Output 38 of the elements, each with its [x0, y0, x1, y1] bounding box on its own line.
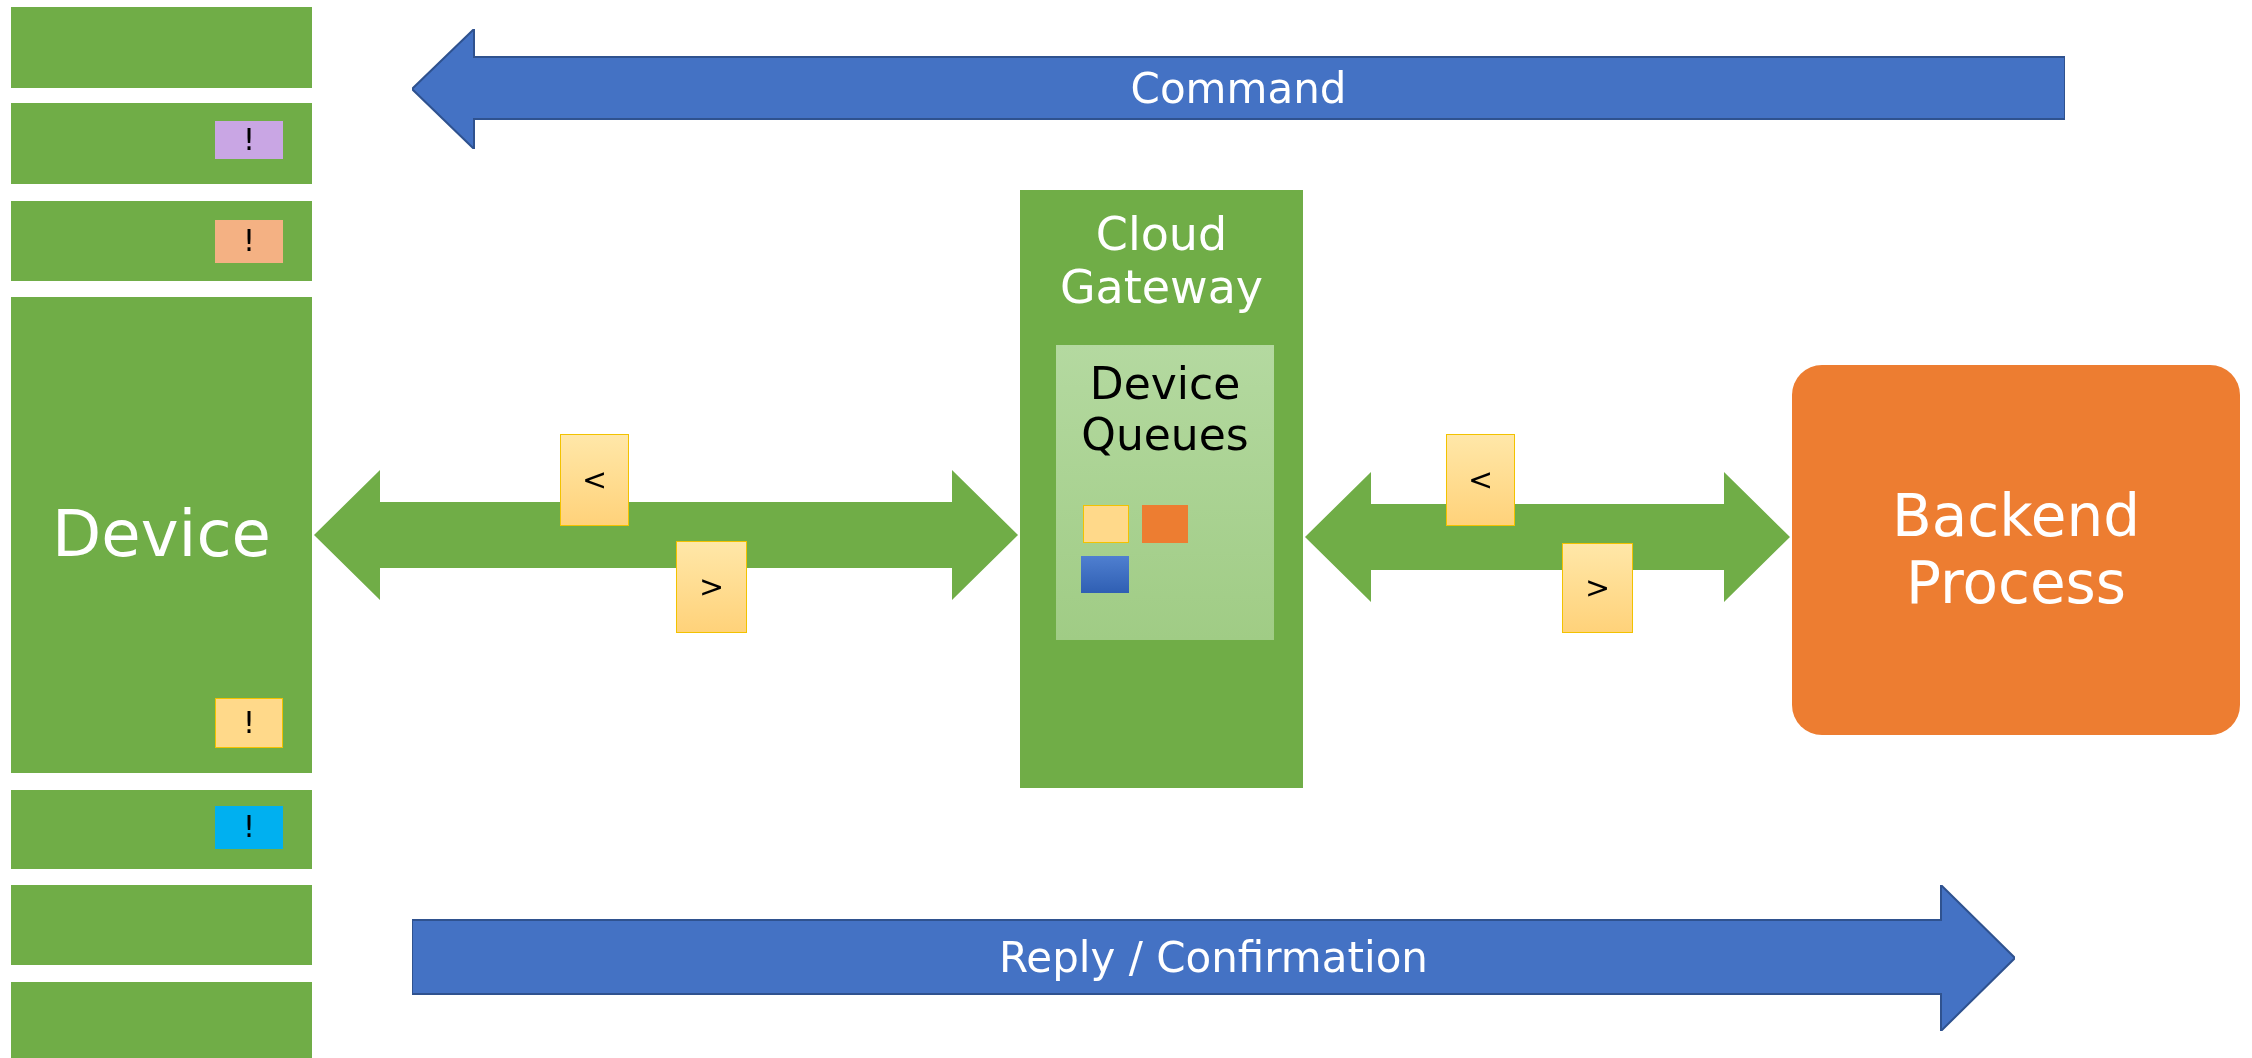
- message-card: [676, 541, 747, 633]
- device-panel: [11, 7, 312, 88]
- device-panel: [11, 201, 312, 281]
- node-label: Device: [52, 498, 271, 572]
- device-panel: [11, 103, 312, 184]
- message-card: [560, 434, 629, 526]
- message-card: [215, 220, 283, 263]
- queue-panel: [1056, 345, 1274, 640]
- node-label: Command: [1130, 64, 1347, 114]
- device-panel: [11, 982, 312, 1058]
- gateway-box: [1020, 190, 1303, 788]
- message-square: [1083, 505, 1129, 543]
- message-card: [1562, 543, 1633, 633]
- reply-arrow: [412, 885, 2015, 1031]
- node-label: !: [243, 224, 255, 259]
- node-label: >: [698, 569, 725, 605]
- node-label: !: [243, 810, 255, 845]
- message-square: [1142, 505, 1188, 543]
- message-card: [215, 806, 283, 849]
- device-panel: [11, 885, 312, 965]
- message-square: [1081, 556, 1129, 593]
- node-label: !: [243, 122, 255, 158]
- node-label: !: [243, 705, 255, 741]
- device-panel: [11, 297, 312, 773]
- message-card: [1446, 434, 1515, 526]
- node-label: <: [581, 462, 608, 498]
- message-card: [215, 698, 283, 748]
- command-arrow: [412, 29, 2065, 149]
- process-box: [1792, 365, 2240, 735]
- message-card: [215, 121, 283, 159]
- node-label: Backend Process: [1891, 483, 2141, 617]
- double-arrow: [314, 470, 1018, 600]
- node-label: Cloud Gateway: [1058, 208, 1265, 314]
- node-label: >: [1584, 570, 1611, 606]
- device-panel: [11, 790, 312, 869]
- node-label: Reply / Confirmation: [999, 933, 1428, 983]
- node-label: <: [1467, 462, 1494, 498]
- node-label: Device Queues: [1080, 359, 1250, 461]
